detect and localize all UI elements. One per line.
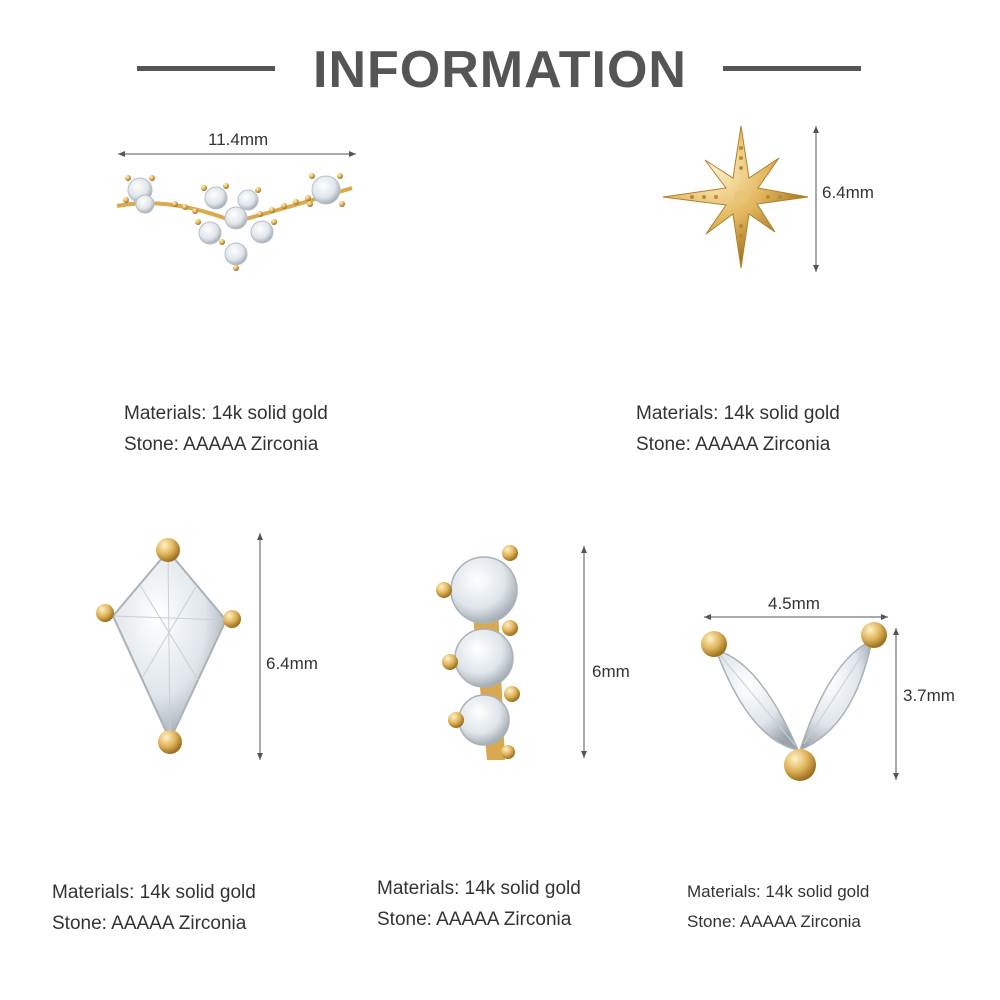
- kite-stone: Stone: AAAAA Zirconia: [52, 913, 247, 934]
- leaf-height-label: 3.7mm: [903, 686, 955, 705]
- page-title: INFORMATION: [313, 41, 687, 99]
- star-height-label: 6.4mm: [822, 183, 874, 202]
- leaf-materials: Materials: 14k solid gold: [687, 882, 870, 901]
- cluster-materials: Materials: 14k solid gold: [124, 403, 328, 424]
- star-stone: Stone: AAAAA Zirconia: [636, 434, 831, 455]
- leaf-width-label: 4.5mm: [768, 594, 820, 613]
- header-right-rule: [723, 66, 861, 71]
- cluster-info: Materials: 14k solid gold Stone: AAAAA Z…: [124, 398, 328, 460]
- cluster-width-label: 11.4mm: [208, 130, 269, 149]
- leaf-stone: Stone: AAAAA Zirconia: [687, 912, 861, 931]
- star-info: Materials: 14k solid gold Stone: AAAAA Z…: [636, 398, 840, 460]
- cluster-stone: Stone: AAAAA Zirconia: [124, 434, 319, 455]
- star-materials: Materials: 14k solid gold: [636, 403, 840, 424]
- trio-info: Materials: 14k solid gold Stone: AAAAA Z…: [377, 873, 581, 935]
- kite-height-label: 6.4mm: [266, 654, 318, 673]
- header-left-rule: [137, 66, 275, 71]
- trio-stone: Stone: AAAAA Zirconia: [377, 909, 572, 930]
- kite-materials: Materials: 14k solid gold: [52, 882, 256, 903]
- trio-height-label: 6mm: [592, 662, 630, 681]
- trio-materials: Materials: 14k solid gold: [377, 878, 581, 899]
- kite-info: Materials: 14k solid gold Stone: AAAAA Z…: [52, 877, 256, 939]
- leaf-info: Materials: 14k solid gold Stone: AAAAA Z…: [687, 877, 869, 937]
